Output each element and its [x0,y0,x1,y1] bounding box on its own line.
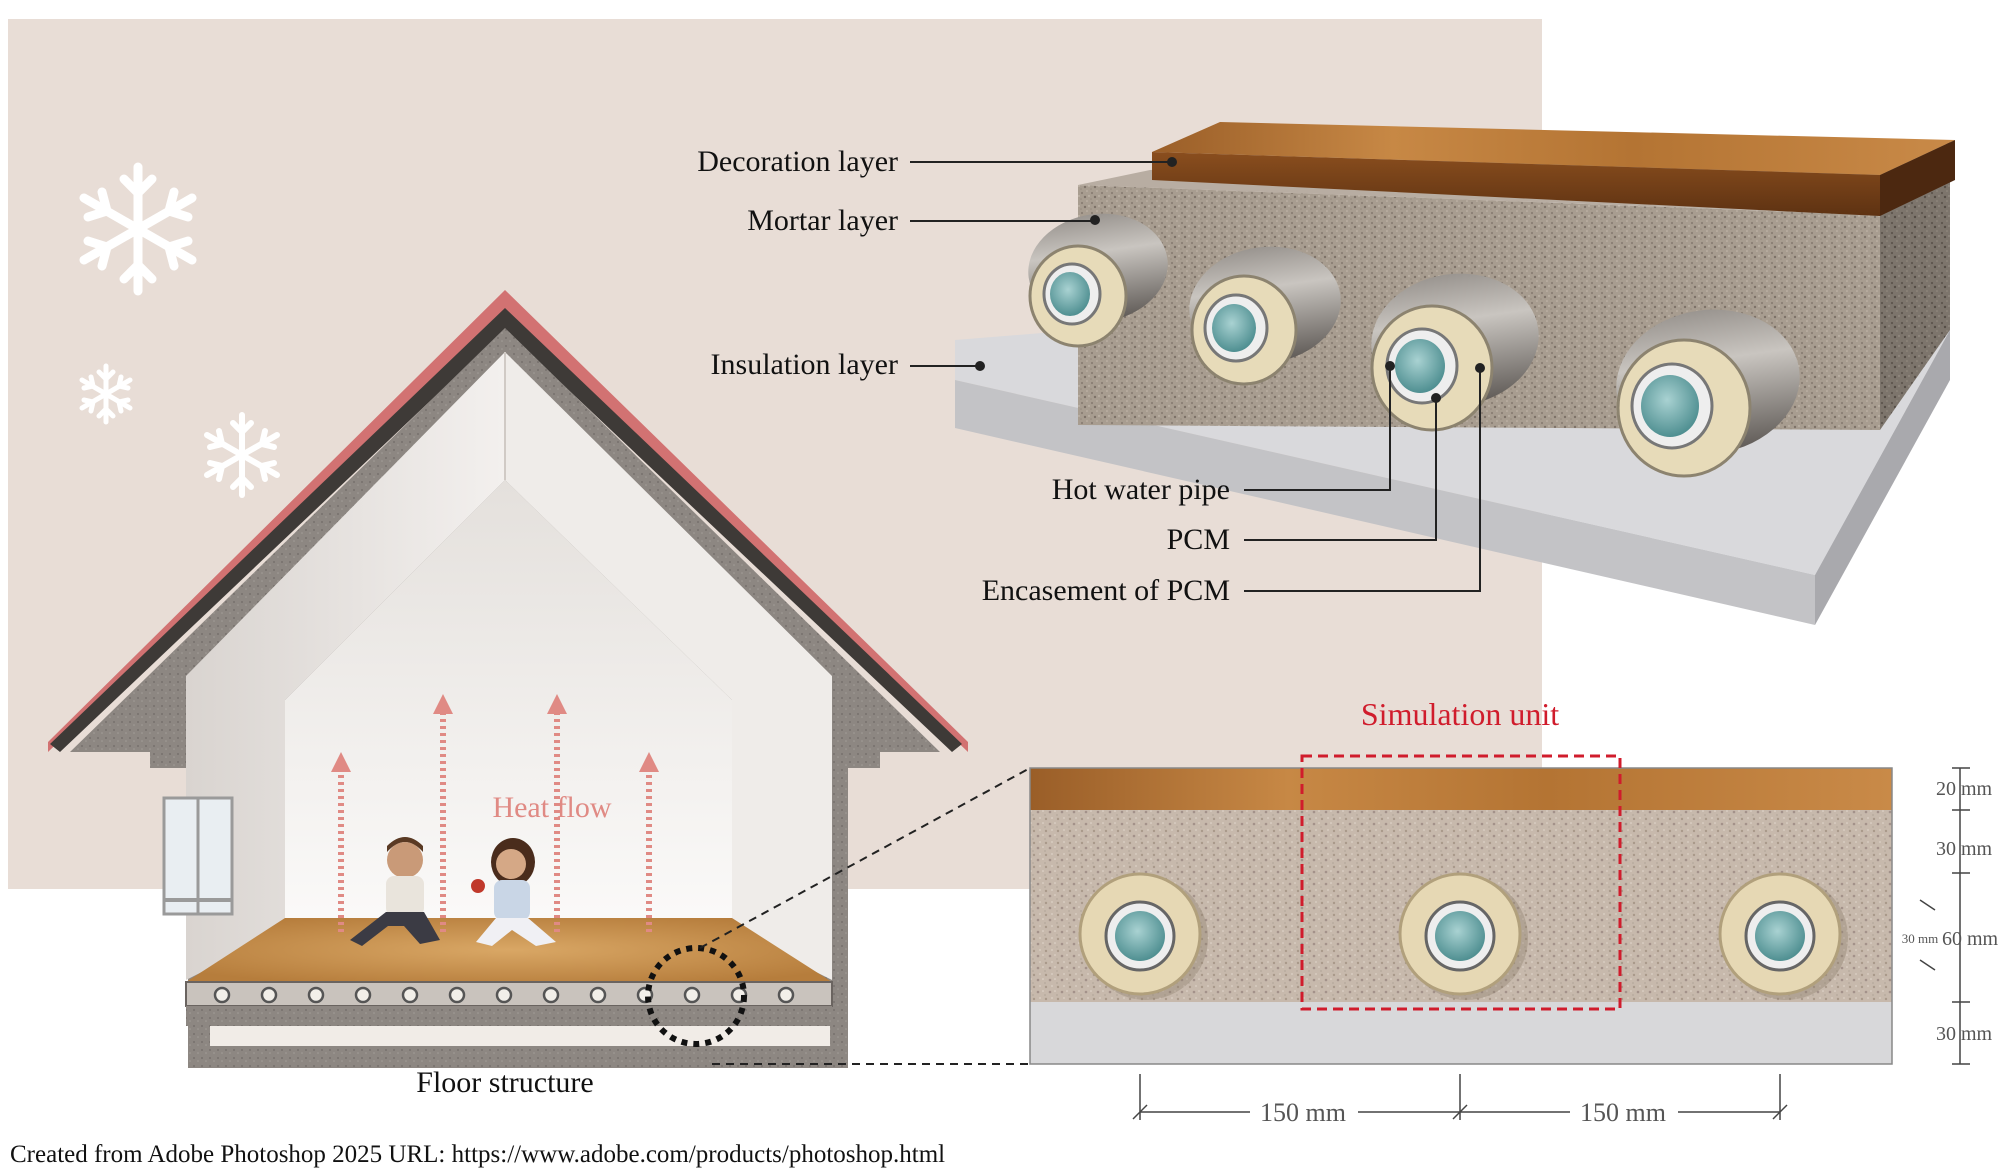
dim-150mm-left: 150 mm [1260,1098,1346,1127]
section-pipe-3 [1718,872,1848,1000]
leader-lines [910,161,1481,592]
floor-pipes [213,986,795,1004]
insulation-slab-front [955,380,1815,625]
pipe-2 [1189,246,1341,386]
label-mortar-layer: Mortar layer [747,204,898,237]
arrow-head [433,694,453,714]
zoom-line-top [699,767,1031,949]
dim-150mm-right: 150 mm [1580,1098,1666,1127]
label-insulation-layer: Insulation layer [711,348,898,381]
child-girl [471,838,556,946]
arrow-head [331,752,351,772]
window [162,796,234,916]
room-floor [186,918,832,982]
mortar-side [1880,140,1950,430]
pipe-3 [1370,273,1539,432]
arrow-head [547,694,567,714]
section-wood [1030,768,1892,810]
simulation-unit-label: Simulation unit [1361,696,1559,732]
dim-60mm: 60 mm [1942,928,1999,950]
dimension-line-bottom [1132,1074,1788,1120]
house-section: Heat flow Floor structure [48,290,1031,1099]
interior-left-wall [186,352,505,980]
interior-right-wall [505,352,832,980]
dim-20mm: 20 mm [1936,778,1993,800]
label-hot-water-pipe: Hot water pipe [1052,473,1230,506]
pipe-1 [1028,213,1168,348]
child-boy [350,837,440,946]
heat-flow-arrows [338,712,652,932]
snowflake-icon [79,363,133,425]
section-pipe-2 [1398,872,1528,1000]
simulation-unit-box [1300,754,1622,1011]
snowflake-icon [79,162,197,296]
insulation-slab-side [1815,330,1950,625]
heat-flow-label: Heat flow [492,791,611,824]
dimension-ticks-right [1919,767,1970,1065]
section-insulation [1030,1002,1892,1064]
snowflake-icon [204,412,280,498]
footer-credit: Created from Adobe Photoshop 2025 URL: h… [10,1141,945,1168]
pipe-4 [1616,309,1800,478]
dim-30mm-small: 30 mm [1902,931,1938,946]
label-encasement: Encasement of PCM [982,574,1230,607]
cross-section: Simulation unit 20 mm 30 mm 30 mm 60 mm … [1029,696,1999,1127]
wood-top [1152,122,1955,175]
interior-back-wall [285,480,732,930]
floor-structure-label: Floor structure [416,1066,593,1099]
zoom-circle [645,945,747,1047]
dim-30mm-insulation: 30 mm [1936,1023,1993,1045]
arrow-head [639,752,659,772]
section-pipe-1 [1078,872,1208,1000]
label-decoration-layer: Decoration layer [697,145,898,178]
wood-front [1152,152,1880,216]
label-pcm: PCM [1167,523,1230,556]
dim-30mm-mortar: 30 mm [1936,838,1993,860]
layer-model [955,122,1955,625]
wood-side [1880,140,1955,216]
